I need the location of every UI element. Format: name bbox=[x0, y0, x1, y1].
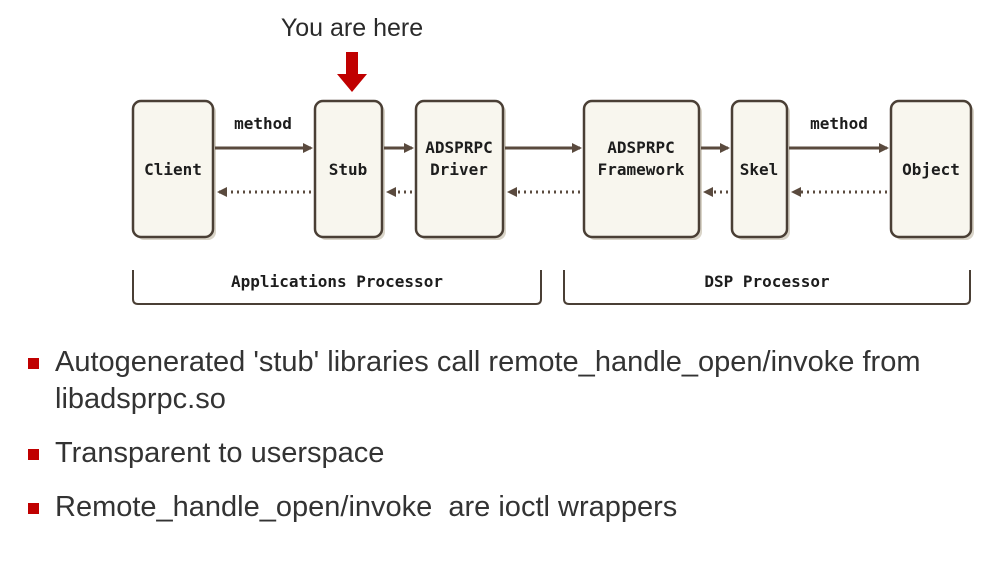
node-object: Object bbox=[889, 99, 974, 240]
node-adsprpc-driver: ADSPRPC Driver bbox=[414, 99, 506, 240]
node-skel: Skel bbox=[730, 99, 790, 240]
bullet-item: Remote_handle_open/invoke are ioctl wrap… bbox=[28, 489, 998, 526]
square-bullet-icon bbox=[28, 358, 39, 369]
bullet-item: Transparent to userspace bbox=[28, 435, 998, 472]
bullet-text: Transparent to userspace bbox=[55, 437, 385, 469]
node-framework-label-line1: ADSPRPC bbox=[607, 138, 674, 157]
architecture-diagram: You are here Client Stub ADSPRPC Driver … bbox=[131, 14, 974, 305]
square-bullet-icon bbox=[28, 449, 39, 460]
node-client: Client bbox=[131, 99, 216, 240]
node-object-label: Object bbox=[902, 160, 960, 179]
node-adsprpc-framework: ADSPRPC Framework bbox=[582, 99, 702, 240]
node-driver-label-line2: Driver bbox=[430, 160, 488, 179]
node-stub: Stub bbox=[313, 99, 385, 240]
node-driver-label-line1: ADSPRPC bbox=[425, 138, 492, 157]
bullet-list: Autogenerated 'stub' libraries call remo… bbox=[28, 344, 998, 543]
method-label-left: method bbox=[234, 114, 292, 133]
bullet-text: Remote_handle_open/invoke are ioctl wrap… bbox=[55, 491, 678, 523]
square-bullet-icon bbox=[28, 503, 39, 514]
bullet-item: Autogenerated 'stub' libraries call remo… bbox=[28, 344, 998, 418]
bullet-text: Autogenerated 'stub' libraries call remo… bbox=[55, 346, 921, 415]
method-label-right: method bbox=[810, 114, 868, 133]
applications-processor-label: Applications Processor bbox=[231, 272, 443, 291]
dsp-processor-bracket bbox=[563, 270, 971, 305]
node-client-label: Client bbox=[144, 160, 202, 179]
you-are-here-label: You are here bbox=[281, 14, 423, 42]
dsp-processor-label: DSP Processor bbox=[704, 272, 829, 291]
node-framework-label-line2: Framework bbox=[598, 160, 685, 179]
node-stub-label: Stub bbox=[329, 160, 368, 179]
applications-processor-bracket bbox=[132, 270, 542, 305]
down-arrow-icon bbox=[337, 52, 367, 92]
node-skel-label: Skel bbox=[740, 160, 779, 179]
